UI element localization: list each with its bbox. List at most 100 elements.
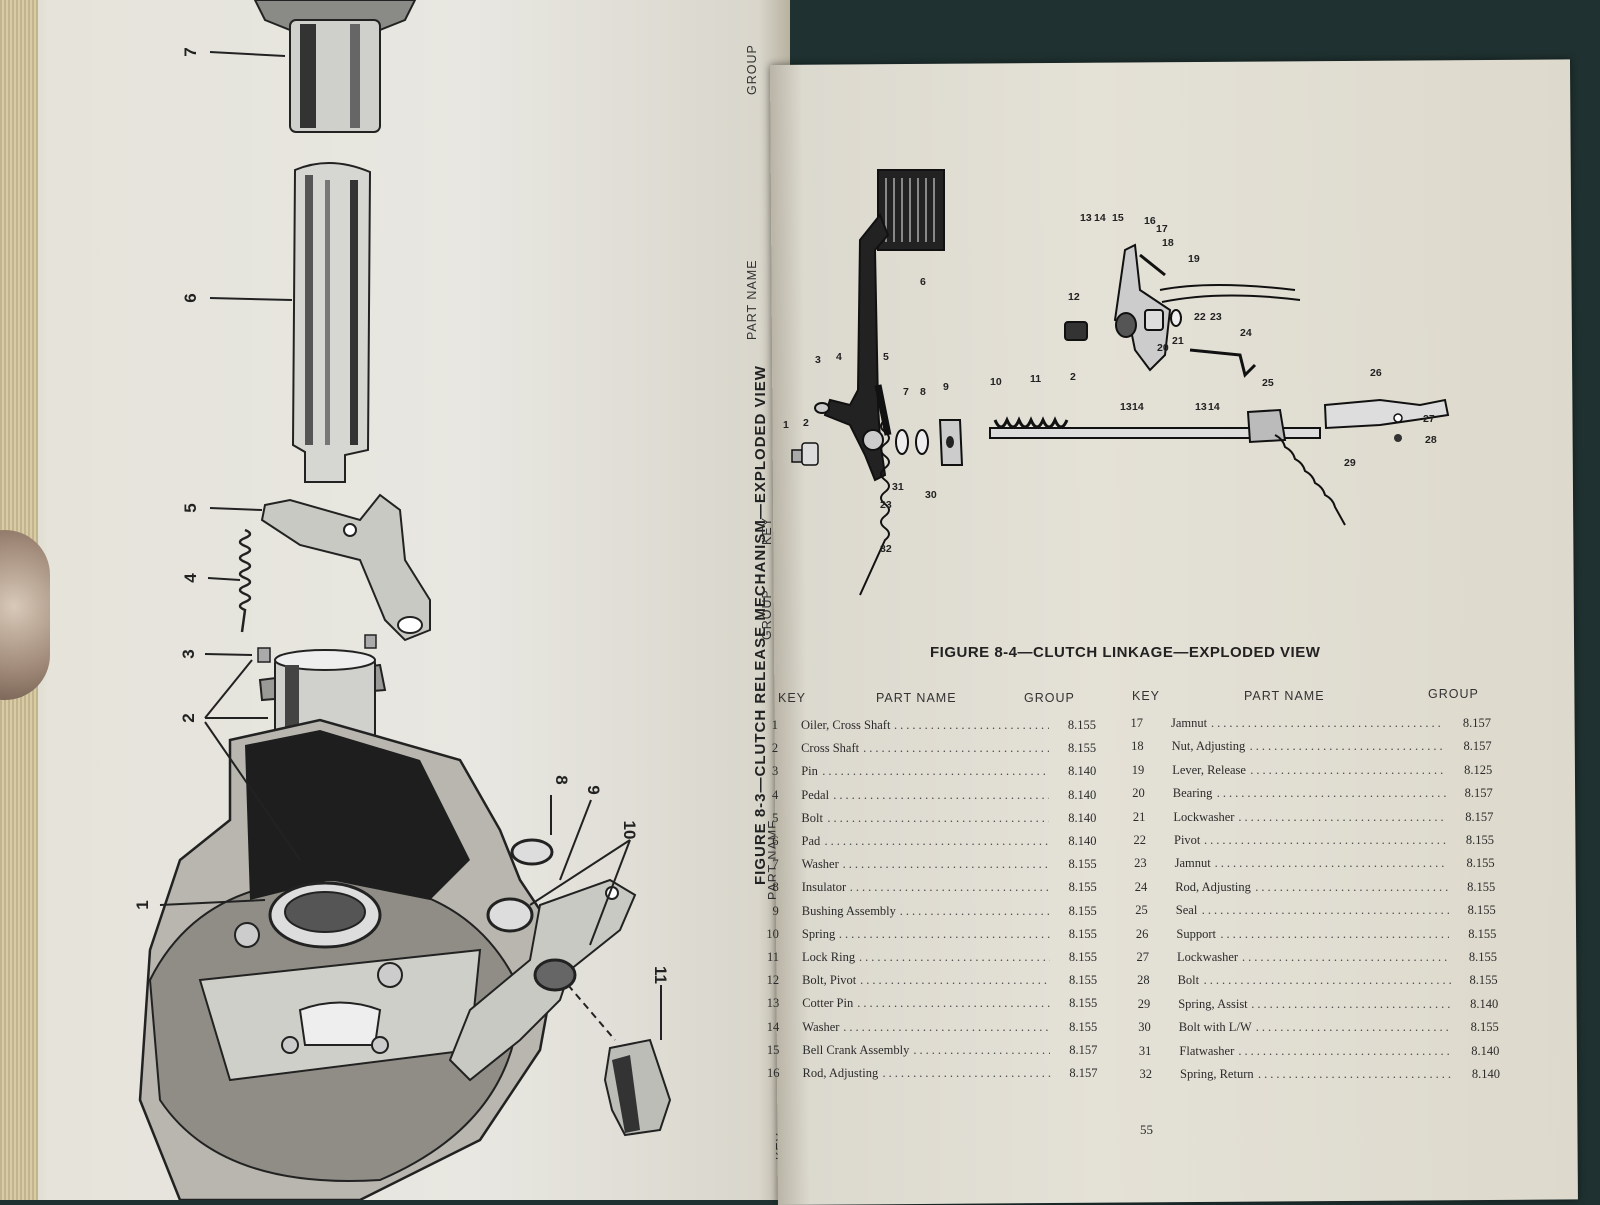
part-8-lock-ring [510,838,554,866]
part-key: 5 [772,810,779,825]
washers-bushing [791,419,964,466]
part-group: 8.140 [1471,1043,1500,1058]
clutch-linkage-exploded-illustration: 6 3 4 5 7 8 9 1 2 10 11 2 12 13 14 15 16… [783,169,1450,596]
part-group: 8.157 [1463,739,1492,754]
linkage-callouts: 6 3 4 5 7 8 9 1 2 10 11 2 12 13 14 15 16… [783,212,1437,555]
part-group: 8.155 [1068,950,1097,964]
lk-callout-14b: 14 [1132,401,1144,413]
thumb [0,530,50,700]
part-key: 12 [766,973,780,988]
leader-dots: ........................................… [1214,856,1448,871]
parts-table: KEY PART NAME GROUP KEY PART NAME GROUP … [766,687,1566,1118]
lk-callout-29: 29 [1344,457,1356,469]
left-callout-numbers: 7 6 5 4 3 2 1 8 9 10 11 [133,47,670,984]
leader-dots: ........................................… [838,926,1050,941]
part-group: 8.155 [1468,926,1497,941]
part-name: Support [1176,926,1216,941]
lk-callout-8: 8 [920,386,926,398]
part-name: Spring, Return [1180,1067,1254,1081]
part-name: Washer [801,857,839,872]
lk-callout-25: 25 [1262,377,1274,389]
lk-callout-13c: 13 [1195,401,1207,413]
pedal-arm [814,213,890,482]
part-name: Jamnut [1171,716,1208,730]
leader-dots: ........................................… [833,787,1049,802]
lk-callout-23b: 23 [880,499,892,511]
part-4-spring [238,528,252,633]
lk-callout-9: 9 [943,381,949,393]
leader-dots: ........................................… [1238,1043,1453,1058]
leader-dots: ........................................… [824,834,1050,848]
part-group: 8.157 [1069,1042,1098,1057]
leader-dots: ........................................… [1204,833,1447,847]
part-name: Spring, Assist [1178,996,1248,1011]
part-6-splined-shaft [291,161,372,483]
leader-dots: ........................................… [894,718,1049,732]
part-group: 8.125 [1464,762,1493,777]
part-name: Bearing [1172,786,1213,801]
part-name: Bolt [1177,973,1200,988]
pedal-pad [877,169,945,251]
part-group: 8.155 [1467,879,1496,894]
part-name: Rod, Adjusting [802,1066,879,1080]
leader-dots: ........................................… [1216,786,1446,801]
callout-5: 5 [181,503,200,512]
part-key: 29 [1137,996,1151,1011]
part-name: Bolt with L/W [1178,1020,1252,1035]
part-name: Flatwasher [1179,1043,1235,1058]
part-11-pivot-bolt [567,984,672,1137]
part-key: 13 [766,996,780,1011]
part-name: Bolt [801,810,823,825]
leader-dots: ........................................… [859,950,1050,964]
leader-dots: ........................................… [899,903,1050,918]
part-key: 4 [772,787,779,802]
leader-dots: ........................................… [1242,950,1450,964]
part-key: 3 [771,764,779,779]
lk-callout-24: 24 [1240,327,1252,339]
part-name: Cross Shaft [801,741,860,756]
part-key: 30 [1138,1020,1151,1035]
lk-callout-7: 7 [903,386,909,398]
leader-dots: ........................................… [842,857,1050,872]
leader-dots: ........................................… [863,741,1049,756]
leader-dots: ........................................… [1251,996,1451,1011]
part-group: 8.155 [1068,973,1098,988]
leader-dots: ........................................… [827,810,1049,825]
part-group: 8.155 [1067,741,1097,756]
part-key: 24 [1134,879,1148,894]
part-group: 8.157 [1069,1066,1098,1080]
leader-dots: ........................................… [1220,926,1449,941]
leader-dots: ........................................… [1203,973,1451,988]
part-group: 8.155 [1067,718,1096,732]
callout-7: 7 [181,47,200,56]
part-key: 7 [772,857,779,872]
part-group: 8.140 [1068,764,1097,779]
part-group: 8.157 [1464,786,1493,801]
part-3-clip [257,647,271,663]
part-name: Oiler, Cross Shaft [801,718,891,732]
part-group: 8.155 [1068,926,1097,941]
part-group: 8.155 [1068,903,1097,918]
part-group: 8.155 [1470,1020,1499,1035]
part-group: 8.140 [1068,834,1097,848]
part-name: Washer [802,1019,840,1034]
part-group: 8.157 [1462,716,1491,730]
lk-callout-3: 3 [815,354,821,366]
part-group: 8.155 [1466,856,1495,871]
part-key: 19 [1131,762,1145,777]
lk-callout-2: 2 [803,417,809,429]
lk-callout-4: 4 [836,351,842,363]
leader-dots: ........................................… [882,1066,1051,1080]
lk-callout-30: 30 [925,489,937,501]
pedal-bolt [874,384,892,436]
lk-callout-13: 13 [1080,212,1092,224]
part-key: 10 [766,926,779,941]
bell-crank-and-rods [1064,243,1301,378]
part-key: 28 [1137,973,1150,988]
leader-dots: ........................................… [913,1042,1050,1057]
callout-3: 3 [179,649,198,658]
leader-dots: ........................................… [1255,1020,1452,1035]
part-group: 8.155 [1068,880,1097,895]
part-group: 8.155 [1068,857,1097,872]
part-name: Spring [801,926,836,941]
